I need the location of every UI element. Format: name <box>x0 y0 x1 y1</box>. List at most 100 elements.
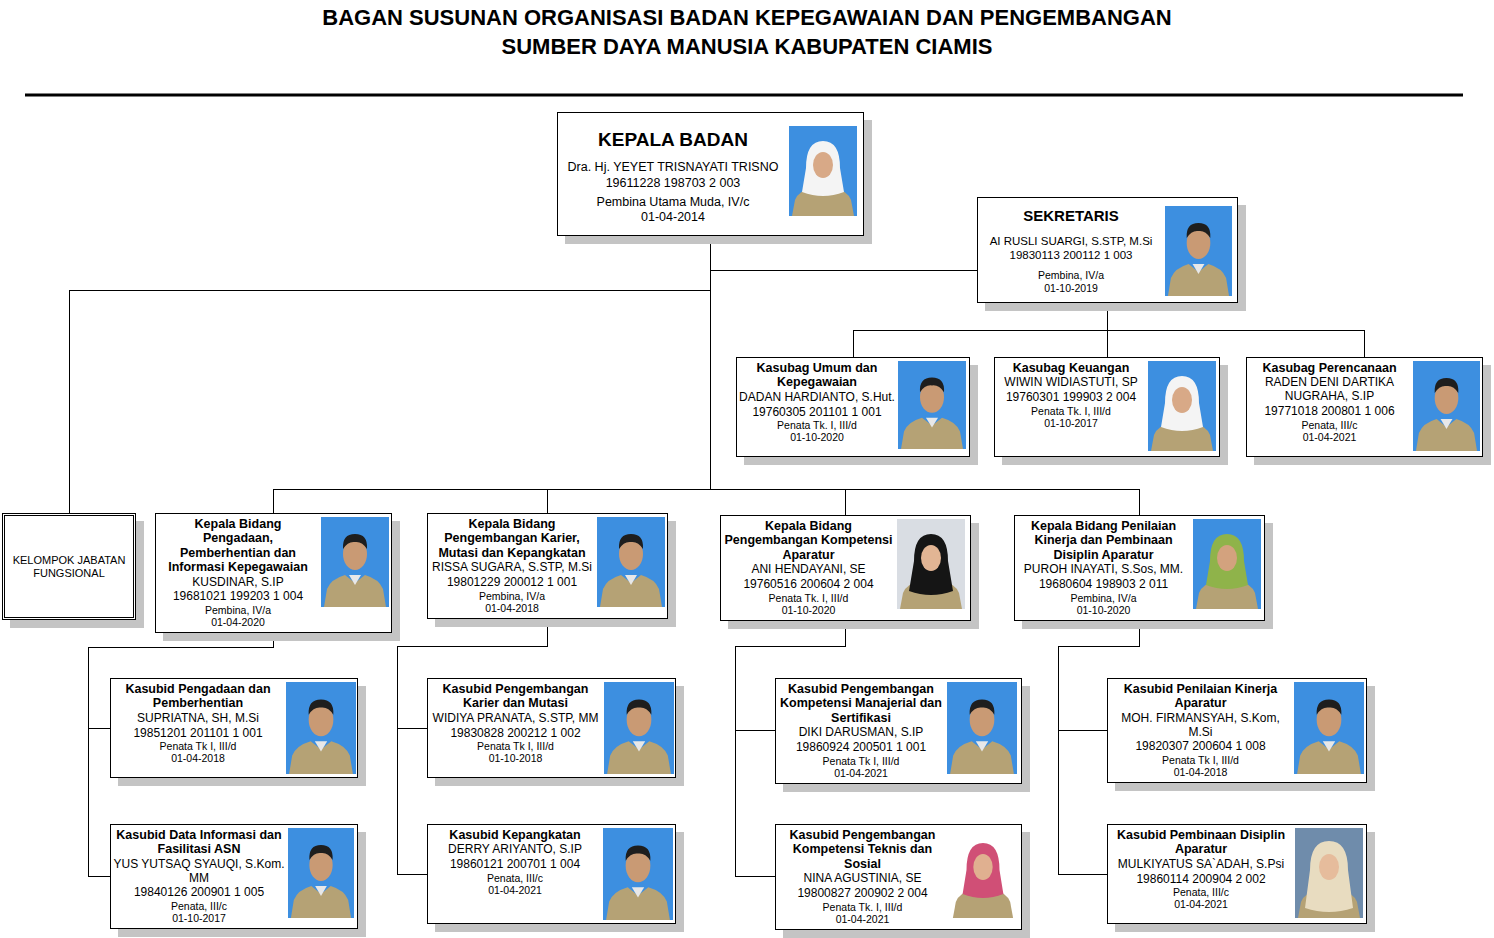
appointment-date: 01-04-2018 <box>113 752 283 764</box>
org-connector <box>69 236 711 513</box>
rank-grade: Penata Tk I, III/d <box>430 740 601 752</box>
position-box: Kepala Bidang Pengembangan Kompetensi Ap… <box>720 515 971 621</box>
position-box: Kepala Bidang Penilaian Kinerja dan Pemb… <box>1014 515 1265 621</box>
appointment-date: 01-04-2021 <box>778 913 947 925</box>
rank-grade: Pembina Utama Muda, IV/c <box>560 195 786 209</box>
appointment-date: 01-04-2021 <box>778 767 944 779</box>
position-box: Kasubid KepangkatanDERRY ARIYANTO, S.IP1… <box>427 824 676 924</box>
person-name: WIDIYA PRANATA, S.STP, MM <box>430 712 601 726</box>
job-title: Kasubag Perencanaan <box>1249 361 1410 375</box>
portrait-photo <box>898 361 966 449</box>
rank-grade: Pembina, IV/a <box>158 604 318 616</box>
position-box: Kasubag KeuanganWIWIN WIDIASTUTI, SP1976… <box>994 357 1220 457</box>
job-title: Kepala Bidang Penilaian Kinerja dan Pemb… <box>1017 519 1190 562</box>
job-title: Kasubid Pengembangan Kompetensi Manajeri… <box>778 682 944 725</box>
text-column: Kasubid Penilaian Kinerja AparaturMOH. F… <box>1110 682 1291 778</box>
job-title: Kasubid Data Informasi dan Fasilitasi AS… <box>113 828 285 857</box>
text-column: KEPALA BADAN Dra. Hj. YEYET TRISNAYATI TR… <box>560 129 786 224</box>
employee-id: 19800827 200902 2 004 <box>778 887 947 901</box>
text-column: Kasubid Pengembangan Kompetensi Manajeri… <box>778 682 944 779</box>
job-title: Kepala Bidang Pengadaan, Pemberhentian d… <box>158 517 318 575</box>
position-box: Kasubid Pengembangan Karier dan MutasiWI… <box>427 678 676 778</box>
job-title: Kasubag Keuangan <box>997 361 1145 375</box>
appointment-date: 01-10-2020 <box>1017 604 1190 616</box>
appointment-date: 01-04-2021 <box>430 884 600 896</box>
position-box: KEPALA BADAN Dra. Hj. YEYET TRISNAYATI TR… <box>557 112 864 236</box>
text-column: Kasubag KeuanganWIWIN WIDIASTUTI, SP1976… <box>997 361 1145 429</box>
appointment-date: 01-10-2017 <box>113 912 285 924</box>
person-name: KUSDINAR, S.IP <box>158 576 318 590</box>
appointment-date: 01-10-2017 <box>997 417 1145 429</box>
rank-grade: Pembina, IV/a <box>1017 592 1190 604</box>
text-column: Kepala Bidang Penilaian Kinerja dan Pemb… <box>1017 519 1190 616</box>
person-name: NINA AGUSTINIA, SE <box>778 872 947 886</box>
job-title: Kasubag Umum dan Kepegawaian <box>739 361 895 390</box>
person-name: PUROH INAYATI, S.Sos, MM. <box>1017 563 1190 577</box>
org-connector <box>853 303 1108 357</box>
person-name: Dra. Hj. YEYET TRISNAYATI TRISNO <box>560 160 786 174</box>
appointment-date: 01-10-2020 <box>739 431 895 443</box>
portrait-photo <box>1148 361 1216 451</box>
org-connector <box>711 236 978 270</box>
rank-grade: Penata, III/c <box>113 900 285 912</box>
job-title: Kasubid Pengadaan dan Pemberhentian <box>113 682 283 711</box>
rank-grade: Penata, III/c <box>430 872 600 884</box>
employee-id: 19681021 199203 1 004 <box>158 590 318 604</box>
text-column: Kasubag PerencanaanRADEN DENI DARTIKA NU… <box>1249 361 1410 443</box>
text-column: Kasubid KepangkatanDERRY ARIYANTO, S.IP1… <box>430 828 600 896</box>
position-box: Kasubid Penilaian Kinerja AparaturMOH. F… <box>1107 678 1367 783</box>
person-name: RISSA SUGARA, S.STP, M.Si <box>430 561 594 575</box>
person-name: MOH. FIRMANSYAH, S.Kom, M.Si <box>1110 712 1291 740</box>
title-rule <box>25 94 1463 97</box>
job-title: Kepala Bidang Pengembangan Karier, Mutas… <box>430 517 594 560</box>
rank-grade: Penata Tk. I, III/d <box>723 592 894 604</box>
appointment-date: 01-04-2018 <box>430 602 594 614</box>
appointment-date: 01-04-2020 <box>158 616 318 628</box>
portrait-photo <box>1193 519 1261 609</box>
rank-grade: Penata Tk. I, III/d <box>739 419 895 431</box>
position-box: Kepala Bidang Pengadaan, Pemberhentian d… <box>155 513 392 633</box>
job-title: KEPALA BADAN <box>560 129 786 151</box>
employee-id: 19840126 200901 1 005 <box>113 886 285 900</box>
portrait-photo <box>950 828 1016 918</box>
job-title: Kasubid Pengembangan Kompetensi Teknis d… <box>778 828 947 871</box>
position-box: SEKRETARISAI RUSLI SUARGI, S.STP, M.Si19… <box>977 197 1238 303</box>
org-connector <box>274 236 711 513</box>
appointment-date: 01-10-2018 <box>430 752 601 764</box>
position-box: Kasubid Pengembangan Kompetensi Manajeri… <box>775 678 1022 784</box>
position-box: Kasubid Pengadaan dan PemberhentianSUPRI… <box>110 678 358 778</box>
portrait-photo <box>288 828 354 918</box>
person-name: DERRY ARIYANTO, S.IP <box>430 843 600 857</box>
person-name: SUPRIATNA, SH, M.Si <box>113 712 283 726</box>
portrait-photo <box>1295 828 1363 918</box>
employee-id: 19830828 200212 1 002 <box>430 727 601 741</box>
person-name: YUS YUTSAQ SYAUQI, S.Kom. MM <box>113 858 285 886</box>
portrait-photo <box>604 682 674 774</box>
rank-grade: Pembina, IV/a <box>980 269 1162 281</box>
appointment-date: 01-04-2021 <box>1110 898 1292 910</box>
text-column: Kepala Bidang Pengembangan Kompetensi Ap… <box>723 519 894 616</box>
text-column: Kasubag Umum dan KepegawaianDADAN HARDIA… <box>739 361 895 443</box>
group-label: KELOMPOK JABATAN FUNGSIONAL <box>7 554 131 579</box>
rank-grade: Pembina, IV/a <box>430 590 594 602</box>
person-name: ANI HENDAYANI, SE <box>723 563 894 577</box>
chart-title: BAGAN SUSUNAN ORGANISASI BADAN KEPEGAWAI… <box>307 4 1187 61</box>
appointment-date: 01-04-2018 <box>1110 766 1291 778</box>
text-column: KELOMPOK JABATAN FUNGSIONAL <box>7 554 131 579</box>
rank-grade: Penata Tk. I, III/d <box>778 901 947 913</box>
person-name: AI RUSLI SUARGI, S.STP, M.Si <box>980 235 1162 248</box>
text-column: Kasubid Pengembangan Karier dan MutasiWI… <box>430 682 601 764</box>
employee-id: 19680604 198903 2 011 <box>1017 578 1190 592</box>
portrait-photo <box>597 517 665 607</box>
employee-id: 19760301 199903 2 004 <box>997 391 1145 405</box>
portrait-photo <box>603 828 673 920</box>
portrait-photo <box>321 517 389 607</box>
org-connector <box>735 621 846 731</box>
appointment-date: 01-04-2014 <box>560 210 786 224</box>
employee-id: 19830113 200112 1 003 <box>980 249 1162 262</box>
position-box: Kasubag PerencanaanRADEN DENI DARTIKA NU… <box>1246 357 1483 457</box>
portrait-photo <box>897 519 965 609</box>
job-title: Kasubid Pembinaan Disiplin Aparatur <box>1110 828 1292 857</box>
employee-id: 19801229 200012 1 001 <box>430 576 594 590</box>
text-column: Kasubid Pengembangan Kompetensi Teknis d… <box>778 828 947 925</box>
